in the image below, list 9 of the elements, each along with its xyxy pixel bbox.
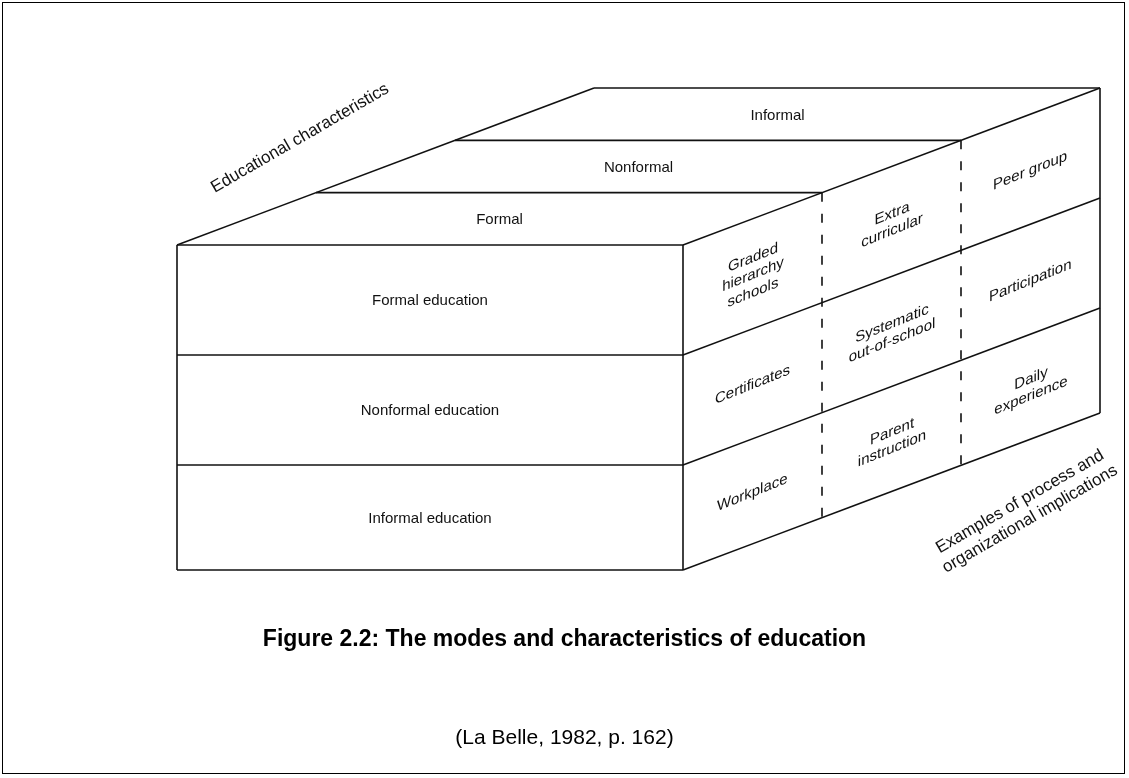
face-heading: Formal — [476, 210, 523, 228]
cell-text: Peer group — [993, 145, 1068, 193]
figure-title: Figure 2.2: The modes and characteristics of education — [261, 625, 868, 652]
face-heading: Informal — [750, 105, 805, 123]
row-label: Informal education — [368, 508, 492, 527]
source-citation: (La Belle, 1982, p. 162) — [454, 725, 675, 749]
row-label: Formal education — [372, 291, 488, 309]
face-heading: Nonformal — [603, 157, 674, 176]
row-label: Nonformal education — [360, 401, 500, 419]
